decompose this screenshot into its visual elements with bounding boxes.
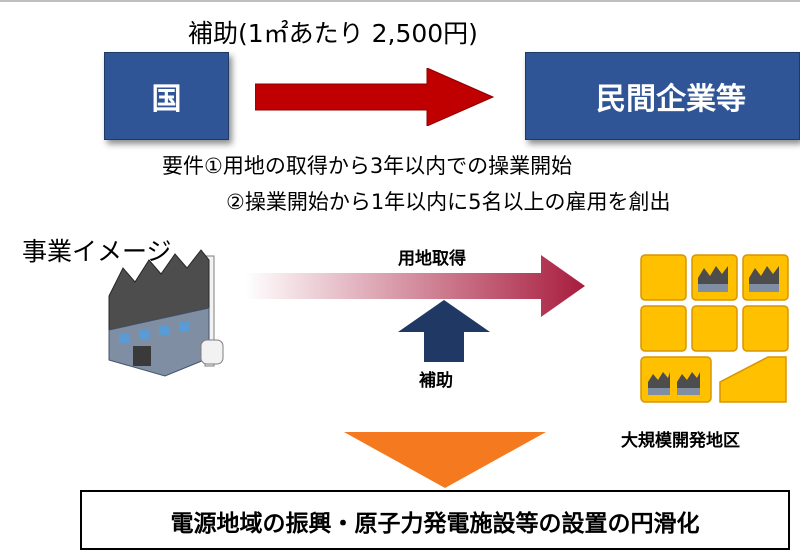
result-down-arrow xyxy=(344,432,546,488)
country-box: 国 xyxy=(104,52,229,140)
country-label: 国 xyxy=(151,82,182,117)
requirement-line-2: ②操業開始から1年以内に5名以上の雇用を創出 xyxy=(226,190,671,214)
private-company-box: 民間企業等 xyxy=(525,52,800,140)
development-plots-icon xyxy=(640,254,789,403)
land-acquisition-arrow xyxy=(245,255,585,317)
private-company-label: 民間企業等 xyxy=(596,82,746,117)
land-acquisition-label: 用地取得 xyxy=(398,249,466,269)
result-box: 電源地域の振興・原子力発電施設等の設置の円滑化 xyxy=(80,490,790,550)
requirement-line-1: 要件①用地の取得から3年以内での操業開始 xyxy=(162,154,573,178)
business-image-title: 事業イメージ xyxy=(22,237,172,266)
top-divider xyxy=(0,0,800,2)
subsidy-rate-label: 補助(1㎡あたり 2,500円) xyxy=(188,19,478,48)
result-text: 電源地域の振興・原子力発電施設等の設置の円滑化 xyxy=(170,511,700,537)
subsidy-flow-arrow xyxy=(255,68,495,126)
support-label: 補助 xyxy=(419,371,453,391)
factory-icon xyxy=(108,249,224,377)
support-up-arrow xyxy=(398,300,490,362)
development-area-label: 大規模開発地区 xyxy=(621,431,740,451)
